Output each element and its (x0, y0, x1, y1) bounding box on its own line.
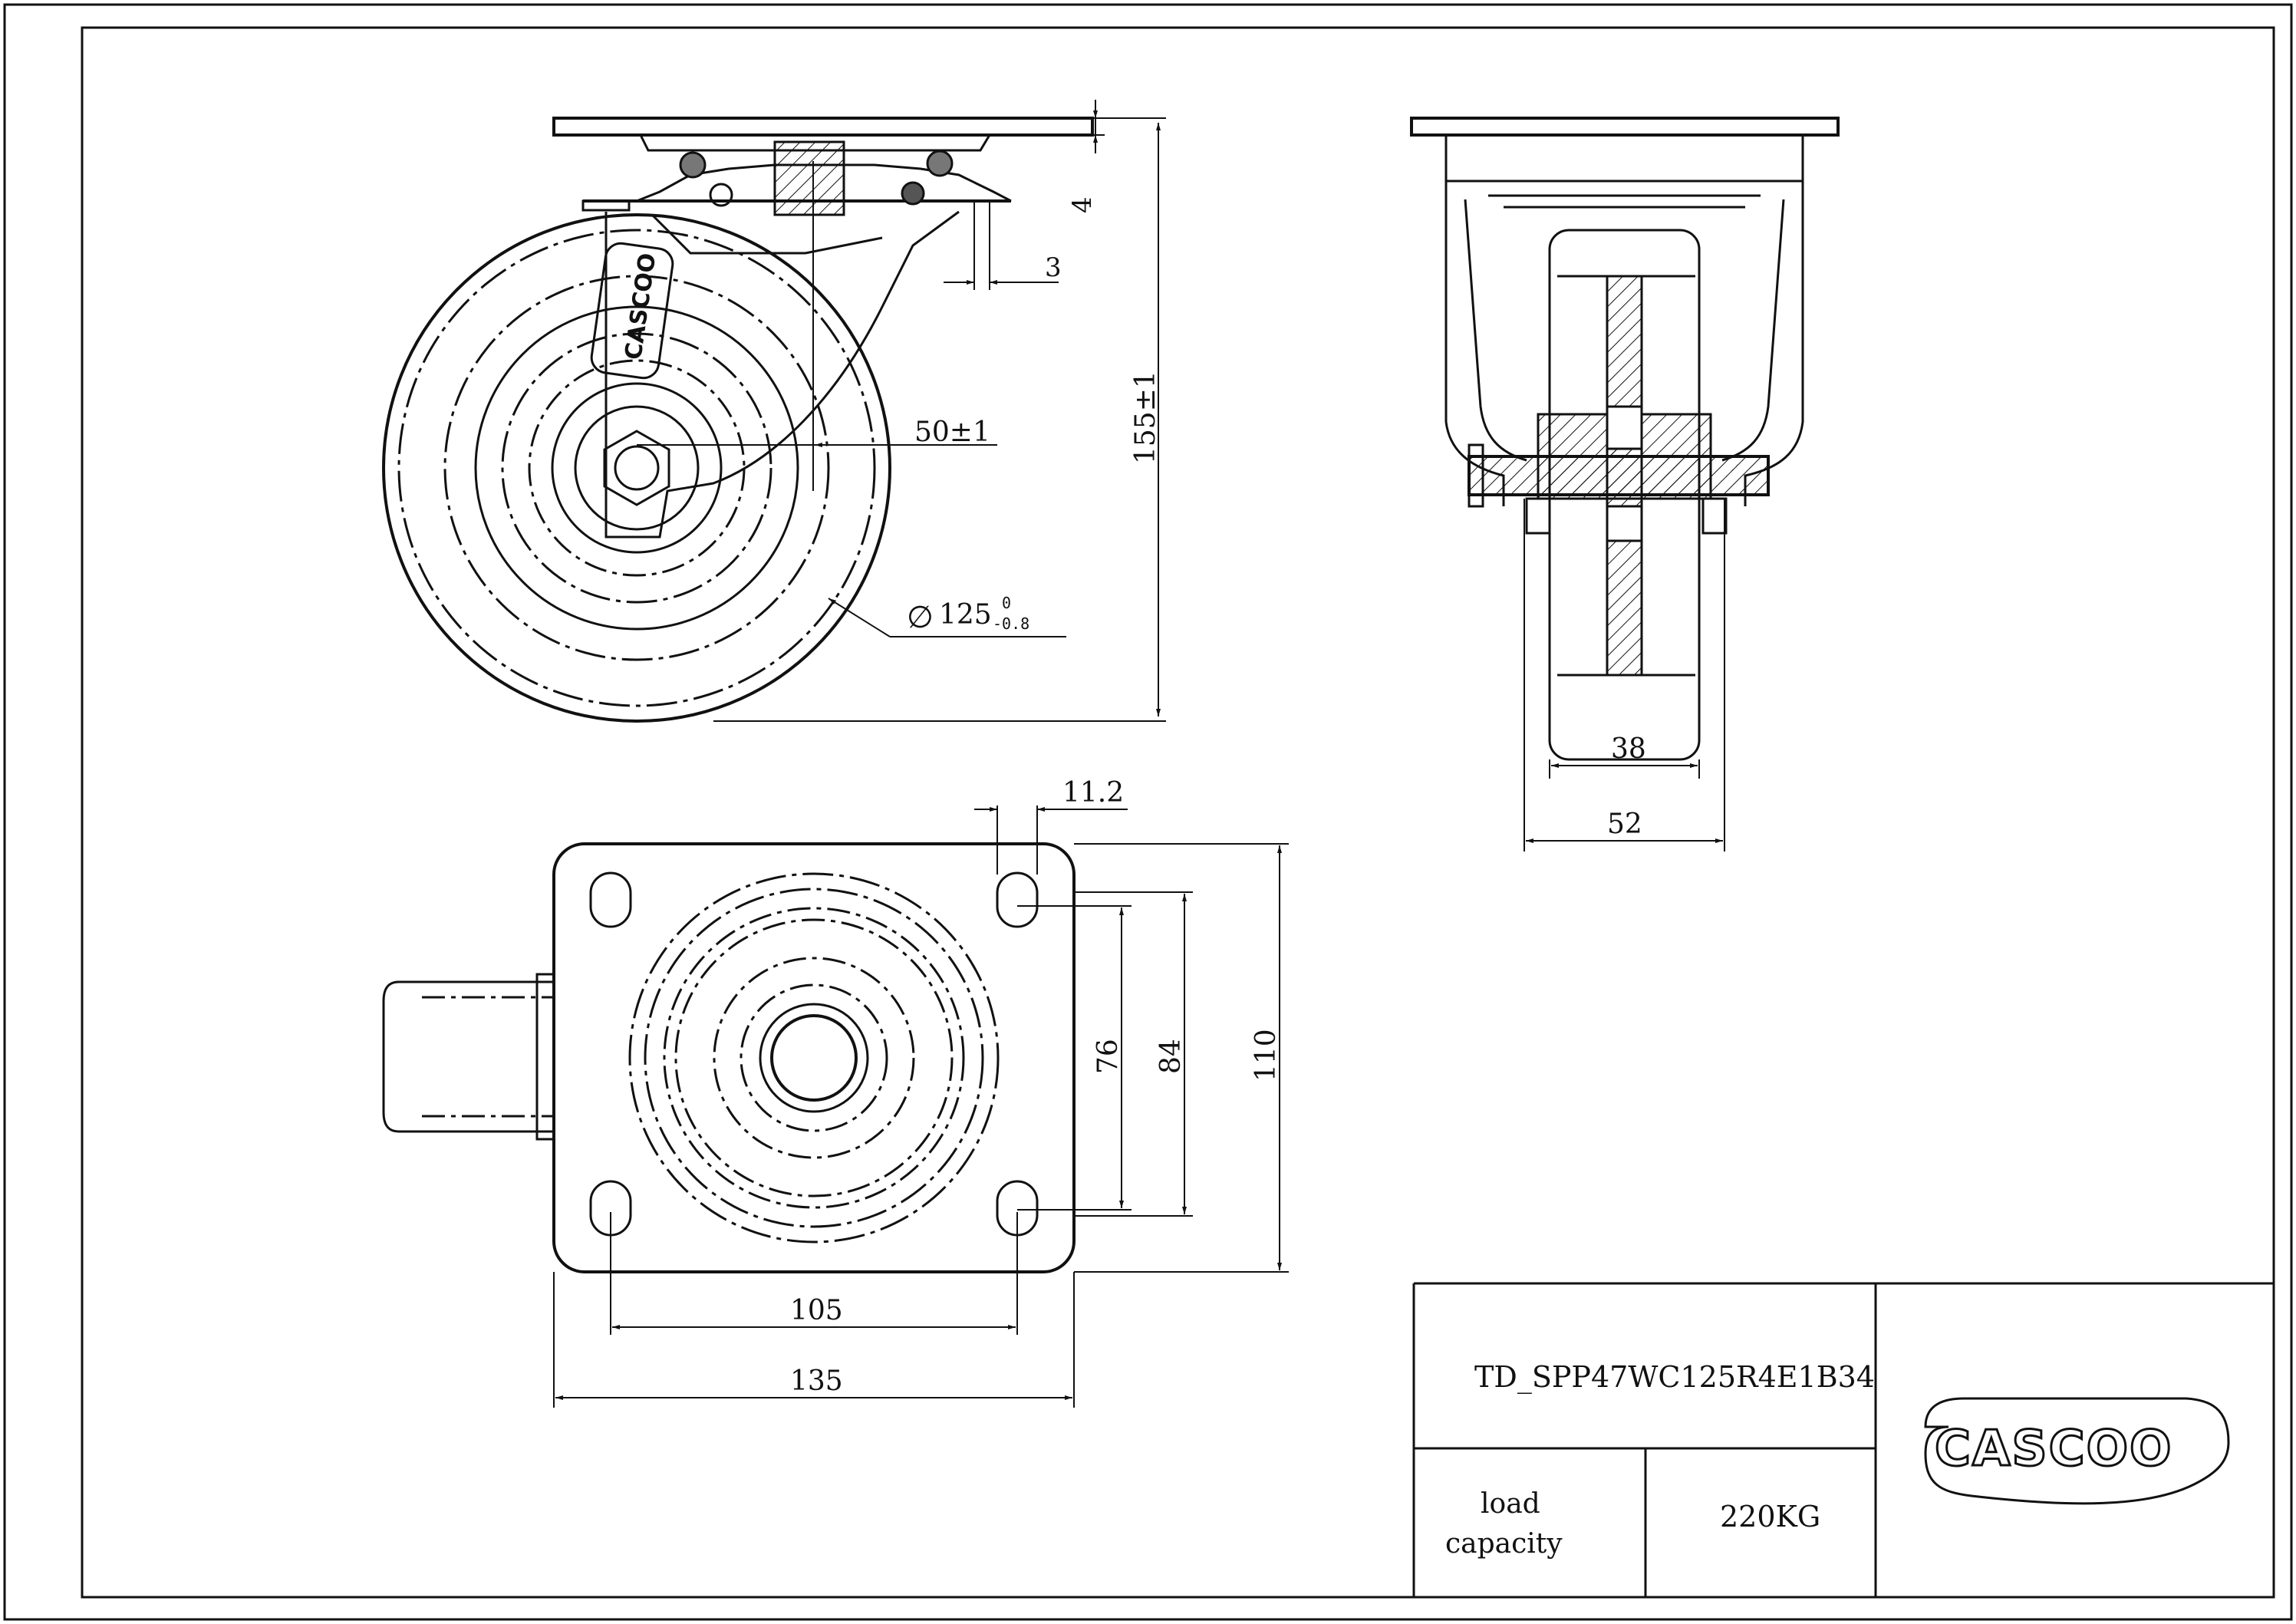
dim-fork-width: 52 (1607, 809, 1642, 840)
top-view-plate (552, 842, 1076, 1273)
mount-slot (589, 871, 632, 928)
kingpin-section (773, 140, 845, 216)
part-number: TD_SPP47WC125R4E1B34 (1474, 1360, 1875, 1395)
load-label-line2: capacity (1445, 1528, 1563, 1560)
svg-text:∅: ∅ (907, 600, 934, 635)
dim-tread-width: 38 (1611, 733, 1646, 765)
front-top-plate (1410, 117, 1840, 137)
axle-hex-nut (603, 430, 670, 506)
kingpin-hole (770, 1014, 858, 1102)
dim-plate-width: 135 (790, 1365, 843, 1397)
outer-frame (3, 3, 2293, 1621)
brake-tab (382, 980, 554, 1133)
bearing-ball (679, 151, 707, 179)
top-view (382, 842, 1076, 1273)
dim-plate-depth: 110 (1250, 1029, 1282, 1082)
svg-text:125: 125 (939, 599, 992, 631)
side-view-dimensions (637, 100, 1166, 722)
top-view-dimensions (553, 805, 1289, 1408)
svg-text:0: 0 (1002, 594, 1011, 612)
front-view-dimensions (1524, 499, 1725, 852)
dim-slot: 11.2 (1062, 777, 1124, 809)
dim-plate-thickness: 4 (1067, 196, 1098, 213)
dim-hole-spacing-inner: 76 (1092, 1039, 1124, 1074)
load-label-line1: load (1481, 1488, 1540, 1520)
top-plate (552, 117, 1094, 137)
front-view (1410, 117, 1840, 761)
dim-wheel-diameter: ∅ 125 0 -0.8 (907, 594, 1029, 635)
dim-height: 155±1 (1130, 371, 1161, 464)
bracket-logo-plate (590, 242, 674, 380)
title-block (1412, 1282, 2274, 1597)
dim-offset: 50±1 (914, 417, 990, 448)
inner-frame (81, 26, 2275, 1599)
dim-gap: 3 (1045, 252, 1062, 283)
axle (1468, 455, 1770, 496)
brand-logo: CASCOO (1924, 1397, 2230, 1505)
wheel-outer (382, 213, 891, 723)
dim-hole-spacing-outer: 84 (1155, 1039, 1187, 1074)
load-value: 220KG (1720, 1500, 1820, 1533)
svg-text:-0.8: -0.8 (993, 614, 1029, 633)
svg-text:CASCOO: CASCOO (1935, 1421, 2172, 1477)
dim-hole-spacing-width: 105 (790, 1295, 843, 1326)
